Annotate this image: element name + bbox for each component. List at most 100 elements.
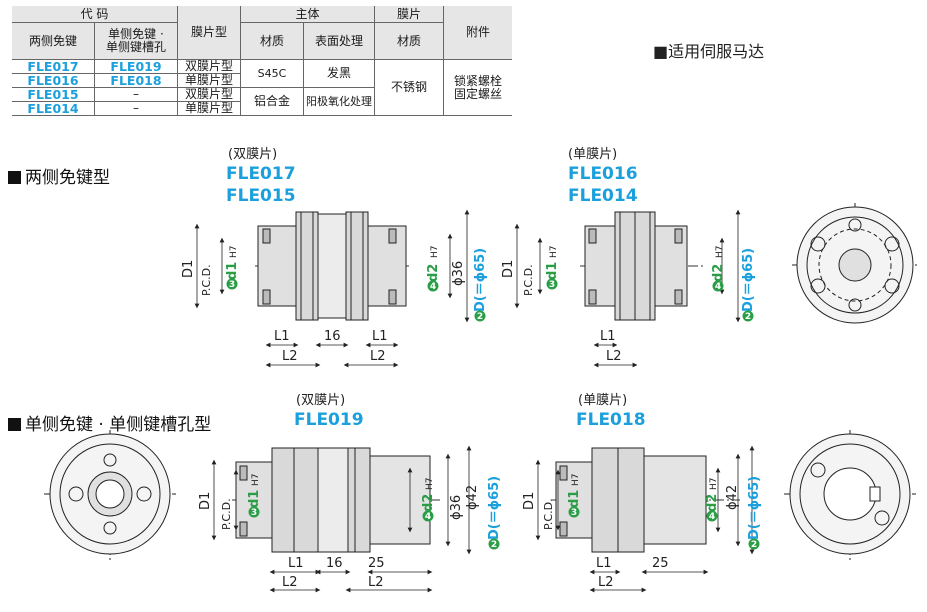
code-cell: FLE015 — [27, 87, 79, 102]
square-bullet-icon — [8, 418, 21, 431]
section-title-text: 单侧免键 · 单侧键槽孔型 — [25, 415, 212, 435]
code-cell: FLE017 — [27, 59, 79, 74]
surface-anodized: 阳极氧化处理 — [303, 87, 375, 116]
dim-d2: d2 — [711, 264, 726, 282]
header-single-side-line2: 单侧键槽孔 — [105, 40, 166, 54]
dim-h7: H7 — [549, 246, 559, 259]
dim-D1: D1 — [522, 492, 537, 510]
group2-code1: FLE016 — [568, 164, 638, 184]
dim-phi42: ϕ42 — [465, 485, 480, 510]
end-view-single-side-left — [44, 430, 176, 560]
dim-D: D(＝ϕ65) — [741, 248, 756, 312]
dim-25: 25 — [652, 556, 669, 571]
dim-phi36: ϕ36 — [449, 495, 464, 520]
dim-L2: L2 — [282, 575, 298, 590]
dim-D1: D1 — [181, 260, 196, 278]
dim-d2: d2 — [426, 264, 441, 282]
dim-D: D(＝ϕ65) — [747, 476, 762, 540]
dim-L1: L1 — [372, 329, 388, 344]
section-title-single-side: 单侧免键 · 单侧键槽孔型 — [8, 410, 211, 435]
badge-3-icon — [226, 278, 238, 290]
dim-d2: d2 — [421, 494, 436, 512]
badge-2-icon — [748, 538, 760, 550]
accessory-line1: 锁紧螺栓 — [453, 73, 502, 88]
code-cell: – — [94, 87, 178, 102]
badges: 3 4 2 3 4 2 3 4 2 3 4 2 — [226, 278, 760, 550]
dim-L1: L1 — [288, 556, 304, 571]
badge-3-icon — [546, 278, 558, 290]
header-film: 膜片 — [374, 6, 444, 23]
dim-phi42: ϕ42 — [725, 485, 740, 510]
dim-L1: L1 — [274, 329, 290, 344]
dim-d1: d1 — [545, 262, 560, 280]
dim-D: D(＝ϕ65) — [473, 248, 488, 312]
group1-code2: FLE015 — [226, 186, 296, 206]
group1-code1: FLE017 — [226, 164, 296, 184]
dim-phi36: ϕ36 — [451, 261, 466, 286]
badge-2-icon — [488, 538, 500, 550]
badge-2-icon — [474, 310, 486, 322]
header-single-side-line1: 单侧免键 · — [108, 27, 164, 41]
end-view-two-side — [792, 203, 918, 325]
dim-d1: d1 — [567, 490, 582, 508]
group4-paren: (单膜片) — [578, 393, 628, 408]
end-view-single-side-right — [784, 430, 916, 560]
dim-D: D(＝ϕ65) — [487, 476, 502, 540]
code-cell: – — [94, 101, 178, 116]
dim-L2: L2 — [370, 349, 386, 364]
badge-4-icon — [422, 510, 434, 522]
section-title-text: 两侧免键型 — [25, 168, 110, 188]
square-bullet-icon — [8, 171, 21, 184]
dim-L2: L2 — [282, 349, 298, 364]
dim-h7: H7 — [430, 246, 440, 259]
header-accessory: 附件 — [443, 6, 512, 60]
dim-pcd: P.C.D. — [542, 498, 555, 530]
dim-L1: L1 — [596, 556, 612, 571]
code-cell: FLE019 — [94, 59, 178, 74]
group3-code1: FLE019 — [294, 410, 364, 430]
dim-pcd: P.C.D. — [522, 264, 535, 296]
group2-code2: FLE014 — [568, 186, 638, 206]
dimension-lines — [194, 209, 755, 593]
header-surface: 表面处理 — [303, 22, 375, 60]
dim-D1: D1 — [198, 492, 213, 510]
dim-labels-2: D1 P.C.D. d1 H7 d2 H7 D(＝ϕ65) L1 L2 — [501, 246, 756, 365]
material-aluminum: 铝合金 — [240, 87, 304, 116]
dim-labels-1: D1 P.C.D. d1 H7 d2 H7 ϕ36 D(＝ϕ65) L1 16 … — [181, 246, 488, 365]
drawing-single-single-side — [552, 447, 740, 553]
accessory-cell: 锁紧螺栓 固定螺丝 — [443, 59, 512, 116]
badge-4: 4 — [709, 512, 715, 522]
badge-4: 4 — [430, 282, 436, 292]
dim-D1: D1 — [501, 260, 516, 278]
header-diaphragm-type: 膜片型 — [177, 6, 241, 60]
badge-4: 4 — [425, 512, 431, 522]
code-cell: FLE014 — [12, 101, 95, 116]
badge-4-icon — [427, 280, 439, 292]
group1-paren: (双膜片) — [228, 147, 278, 162]
dim-25: 25 — [368, 556, 385, 571]
group3-paren: (双膜片) — [296, 393, 346, 408]
header-body: 主体 — [240, 6, 375, 23]
dim-L2: L2 — [598, 575, 614, 590]
badge-2: 2 — [745, 312, 751, 322]
badge-2-icon — [742, 310, 754, 322]
spec-table: 代 码 膜片型 主体 膜片 附件 两侧免键 单侧免键 · 单侧键槽孔 材质 表面… — [12, 6, 512, 116]
dim-d2: d2 — [705, 494, 720, 512]
badge-3: 3 — [549, 280, 555, 290]
badge-3: 3 — [571, 508, 577, 518]
header-film-material: 材质 — [374, 22, 444, 60]
dim-labels-3: D1 P.C.D. d1 H7 d2 H7 ϕ36 ϕ42 D(＝ϕ65) L1… — [198, 474, 502, 591]
dim-h7: H7 — [709, 478, 719, 491]
accessory-line2: 固定螺丝 — [453, 86, 502, 101]
badge-3-icon — [248, 506, 260, 518]
badge-4-icon — [712, 280, 724, 292]
type-cell: 双膜片型 — [177, 87, 241, 102]
dim-pcd: P.C.D. — [200, 264, 213, 296]
header-two-side: 两侧免键 — [12, 22, 95, 60]
dim-labels-4: D1 P.C.D. d1 H7 d2 H7 ϕ42 D(＝ϕ65) L1 25 … — [522, 474, 762, 591]
code-cell: FLE018 — [94, 73, 178, 88]
dim-16: 16 — [324, 329, 341, 344]
group4-code1: FLE018 — [576, 410, 646, 430]
drawing-double-two-side — [255, 211, 410, 321]
